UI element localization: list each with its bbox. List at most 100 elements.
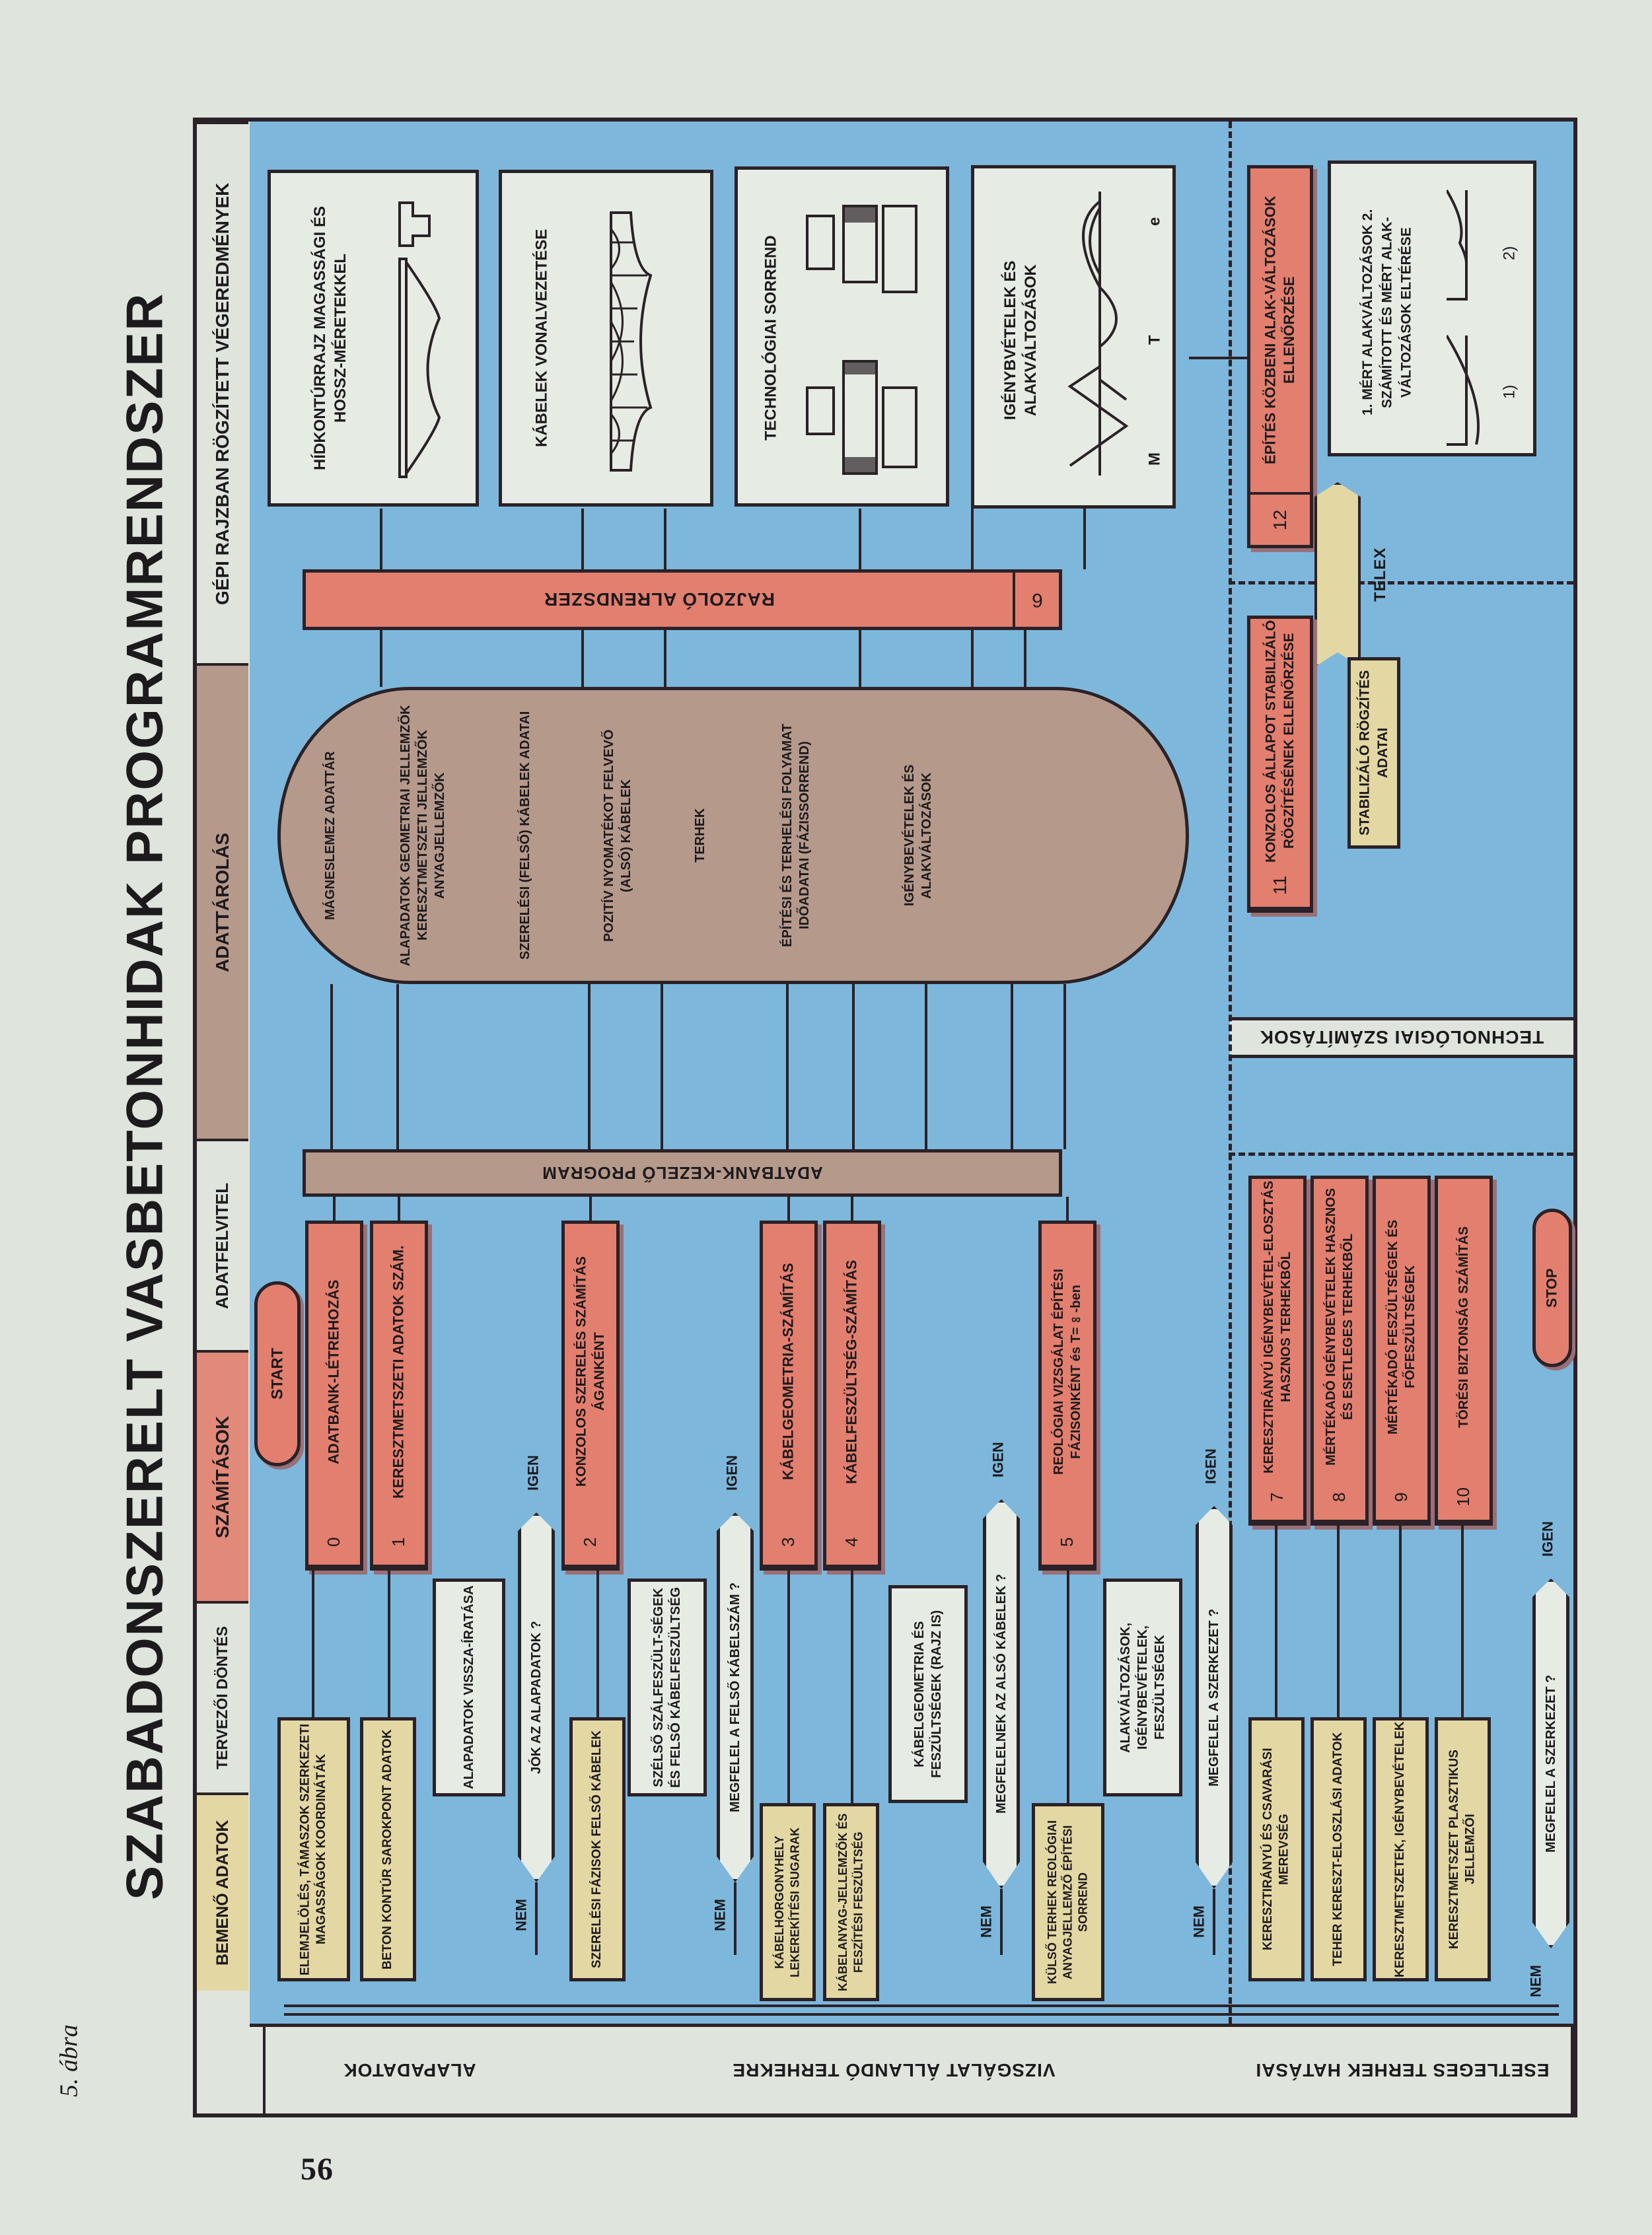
computation-12-number: 12 [1250, 492, 1310, 545]
band-separator [1229, 1153, 1573, 1156]
drawing-connector [859, 630, 861, 687]
decision-no-line [1000, 1889, 1003, 1955]
result-connector [971, 509, 974, 569]
computation-7[interactable]: KERESZTIRÁNYÚ IGÉNYBEVÉTEL-ELOSZTÁS HASZ… [1248, 1176, 1307, 1526]
decision-2-no: NEM [978, 1905, 995, 1938]
storage-connector [1011, 984, 1013, 1149]
computation-1[interactable]: KERESZTMETSZETI ADATOK SZÁM. 1 [370, 1221, 428, 1571]
storage-connector [852, 984, 855, 1149]
computation-4[interactable]: KÁBELFESZÜLTSÉG-SZÁMÍTÁS 4 [823, 1221, 881, 1571]
input-connector [787, 1571, 790, 1803]
input-connector [312, 1571, 314, 1717]
decision-no-line [734, 1882, 736, 1955]
computation-8-label: MÉRTÉKADÓ IGÉNYBEVÉTELEK HASZNOS ÉS ESET… [1324, 1188, 1355, 1466]
drawing-connector [1024, 630, 1026, 687]
decision-4[interactable]: MEGFELEL A SZERKEZET ? [1532, 1579, 1569, 1948]
input-beton-kontur-label: BETON KONTÚR SAROKPONT ADATOK [380, 1729, 395, 1969]
input-plasztikus-label: KERESZTMETSZET PLASZTIKUS JELLEMZŐI [1447, 1750, 1478, 1949]
drawing-connector [664, 630, 666, 687]
computation-9-number: 9 [1376, 1475, 1427, 1522]
input-kabelhorgony-label: KÁBELHORGONYHELY LEKEREKÍTÉSI SUGARAK [773, 1827, 802, 1977]
decision-0-yes: IGEN [524, 1455, 542, 1491]
output-alakvaltozasok: ALAKVÁLTOZÁSOK, IGÉNYBEVÉTELEK, FESZÜLTS… [1103, 1579, 1182, 1796]
decision-1[interactable]: MEGFELEL A FELSŐ KÁBELSZÁM ? [717, 1512, 754, 1882]
computation-10[interactable]: TÖRÉSI BIZTONSÁG SZÁMÍTÁS 10 [1435, 1176, 1493, 1526]
input-connector [388, 1571, 390, 1717]
database-cylinder [277, 687, 1189, 984]
header-gepi-rajz: GÉPI RAJZBAN RÖGZÍTETT VÉGEREDMÉNYEK [197, 122, 248, 663]
input-elemjeloles-label: ELEMJELÖLÉS, TÁMASZOK SZERKEZETI MAGASSÁ… [298, 1723, 328, 1975]
computation-8[interactable]: MÉRTÉKADÓ IGÉNYBEVÉTELEK HASZNOS ÉS ESET… [1311, 1176, 1369, 1526]
input-keresztiranyu-label: KERESZTIRÁNYÚ ÉS CSAVARÁSI MEREVSÉG [1260, 1748, 1291, 1951]
decision-1-yes: IGEN [723, 1455, 740, 1491]
axis-label-t: T [1145, 335, 1164, 345]
stop-label: STOP [1543, 1268, 1560, 1308]
start-terminal[interactable]: START [254, 1281, 301, 1466]
result-alakvaltozasok-label: 1. MÉRT ALAKVÁLTOZÁSOK 2. SZÁMÍTOTT ÉS M… [1359, 209, 1414, 416]
telex-tape [1314, 482, 1361, 667]
input-connector [1067, 1571, 1069, 1803]
input-kulso-terhek-label: KÜLSŐ TERHEK REOLÓGIAI ANYAGJELLEMZŐ ÉPÍ… [1045, 1820, 1090, 1985]
input-kabelanyag: KÁBELANYAG-JELLEMZŐK ÉS FESZÍTÉSI FESZÜL… [823, 1803, 879, 2001]
decision-4-label: MEGFELEL A SZERKEZET ? [1544, 1674, 1558, 1853]
computation-2[interactable]: KONZOLOS SZERELÉS SZÁMÍTÁS ÁGANKÉNT 2 [561, 1221, 620, 1571]
feedback-bus [284, 2004, 1559, 2007]
input-szerelesi-label: SZERELÉSI FÁZISOK FELSŐ KÁBELEK [590, 1730, 604, 1968]
db-program-bar[interactable]: ADATBANK-KEZELŐ PROGRAM [303, 1149, 1062, 1197]
computation-7-label: KERESZTIRÁNYÚ IGÉNYBEVÉTEL-ELOSZTÁS HASZ… [1262, 1180, 1293, 1473]
db-connector [787, 1197, 790, 1221]
decision-3[interactable]: MEGFELEL A SZERKEZET ? [1196, 1506, 1233, 1889]
decision-4-no: NEM [1527, 1965, 1544, 1998]
computation-3-number: 3 [763, 1520, 814, 1567]
decision-1-no: NEM [711, 1899, 729, 1932]
header-szamitasok: SZÁMÍTÁSOK [197, 1350, 248, 1601]
output-szelso: SZÉLSŐ SZÁLFESZÜLT-SÉGEK ÉS FELSŐ KÁBELF… [628, 1579, 707, 1796]
db-segment-igenybevetelek: IGÉNYBEVÉTELEK ÉS ALAKVÁLTOZÁSOK [902, 764, 934, 907]
input-connector [1399, 1526, 1402, 1717]
db-segment-terhek: TERHEK [693, 808, 707, 863]
computation-12[interactable]: ÉPÍTÉS KÖZBENI ALAK-VÁLTOZÁSOK ELLENŐRZÉ… [1247, 165, 1313, 548]
result-igenybevetelek: IGÉNYBVÉTELEK ÉS ALAKVÁLTOZÁSOK M T e [971, 165, 1176, 509]
drawing-subsystem-bar[interactable]: RAJZOLÓ ALRENDSZER 6 [303, 569, 1062, 630]
drawing-connector [380, 630, 382, 687]
band-separator [1229, 122, 1232, 2024]
input-connector [596, 1571, 599, 1717]
computation-7-number: 7 [1252, 1475, 1303, 1522]
computation-3-label: KÁBELGEOMETRIA-SZÁMÍTÁS [779, 1263, 797, 1481]
computation-9[interactable]: MÉRTÉKADÓ FESZÜLTSÉGEK ÉS FŐFESZÜLTSÉGEK… [1373, 1176, 1431, 1526]
axis-label-e: e [1145, 217, 1164, 226]
verification-connector [1189, 357, 1247, 359]
decision-2-label: MEGFELELNEK AZ ALSÓ KÁBELEK ? [994, 1574, 1009, 1814]
computation-0[interactable]: ADATBANK-LÉTREHOZÁS 0 [305, 1221, 363, 1571]
decision-0[interactable]: JÓK AZ ALAPADATOK ? [518, 1512, 555, 1882]
computation-3[interactable]: KÁBELGEOMETRIA-SZÁMÍTÁS 3 [760, 1221, 818, 1571]
header-strip: GÉPI RAJZBAN RÖGZÍTETT VÉGEREDMÉNYEK ADA… [197, 122, 248, 1991]
result-kabelek: KÁBELEK VONALVEZETÉSE [499, 170, 713, 507]
input-beton-kontur: BETON KONTÚR SAROKPONT ADATOK [360, 1717, 416, 1981]
storage-connector [330, 984, 333, 1149]
db-segment-szerelesi: SZERELÉSI (FELSŐ) KÁBELEK ADATAI [518, 711, 532, 960]
section-strip: ALAPADATOK VIZSGÁLAT ÁLLANDÓ TERHEKRE ES… [250, 2024, 1573, 2113]
computation-9-label: MÉRTÉKADÓ FESZÜLTSÉGEK ÉS FŐFESZÜLTSÉGEK [1386, 1219, 1418, 1435]
input-keresztiranyu: KERESZTIRÁNYÚ ÉS CSAVARÁSI MEREVSÉG [1248, 1717, 1305, 1981]
db-segment-magneslemez: MÁGNESLEMEZ ADATTÁR [323, 751, 338, 920]
result-igenybevetelek-label: IGÉNYBVÉTELEK ÉS ALAKVÁLTOZÁSOK [1001, 260, 1040, 420]
input-stabilizalo: STABILIZÁLÓ RÖGZÍTÉS ADATAI [1347, 657, 1400, 849]
storage-connector [925, 984, 927, 1149]
storage-connector [786, 984, 789, 1149]
db-connector [333, 1197, 336, 1221]
header-bemeno-adatok: BEMENŐ ADATOK [197, 1792, 248, 1991]
header-adattarolas: ADATTÁROLÁS [197, 663, 248, 1139]
computation-11[interactable]: KONZOLOS ÁLLAPOT STABILIZÁLÓ RÖGZÍTÉSÉNE… [1247, 616, 1313, 913]
output-kabelgeometria: KÁBELGEOMETRIA ÉS FESZÜLTSÉGEK (RAJZ IS) [888, 1585, 968, 1803]
computation-1-label: KERESZTMETSZETI ADATOK SZÁM. [390, 1245, 407, 1499]
computation-4-number: 4 [826, 1520, 878, 1567]
input-kabelanyag-label: KÁBELANYAG-JELLEMZŐK ÉS FESZÍTÉSI FESZÜL… [836, 1813, 865, 1991]
computation-2-label: KONZOLOS SZERELÉS SZÁMÍTÁS ÁGANKÉNT [573, 1256, 607, 1487]
header-tervezoi-dontes: TERVEZŐI DÖNTÉS [197, 1601, 248, 1792]
drawing-connector [581, 630, 584, 687]
decision-2[interactable]: MEGFELELNEK AZ ALSÓ KÁBELEK ? [983, 1499, 1020, 1889]
computation-5[interactable]: REOLÓGIAI VIZSGÁLAT ÉPÍTÉSI FÁZISONKÉNT … [1038, 1221, 1096, 1571]
output-szelso-label: SZÉLSŐ SZÁLFESZÜLT-SÉGEK ÉS FELSŐ KÁBELF… [651, 1586, 683, 1789]
stop-terminal[interactable]: STOP [1532, 1209, 1572, 1367]
